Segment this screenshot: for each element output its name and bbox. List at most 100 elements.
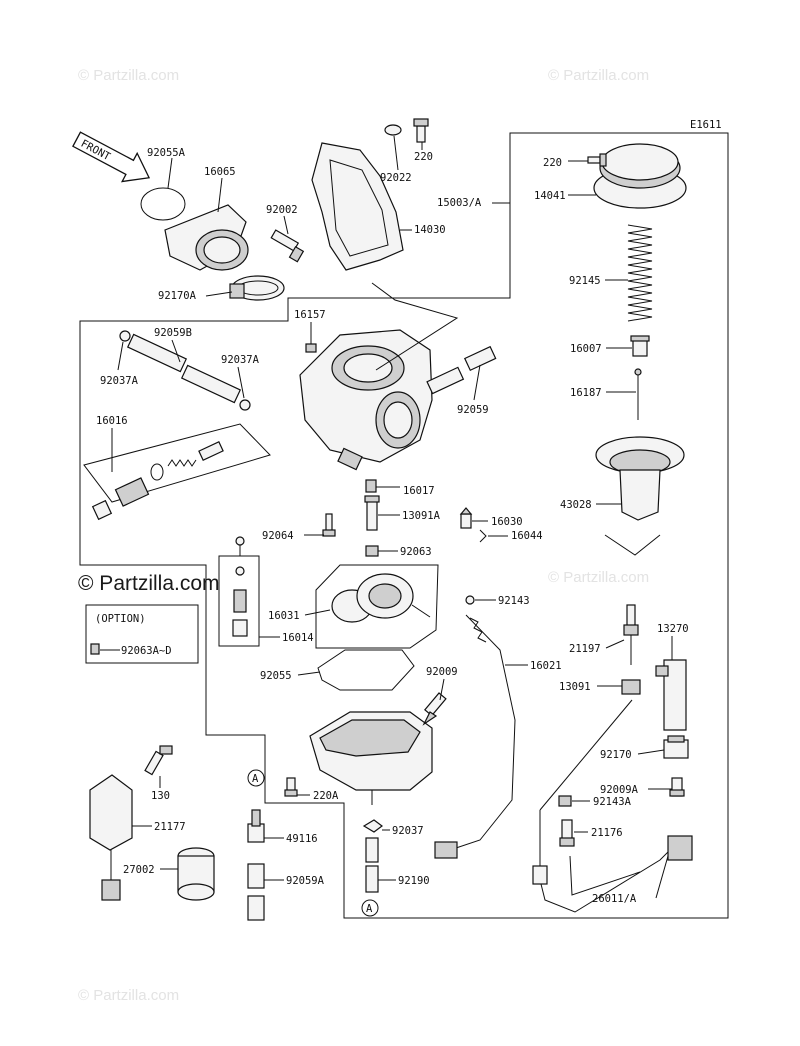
part-label: 13091: [559, 681, 591, 693]
part-label: 16030: [491, 516, 523, 528]
part-label: 220: [543, 157, 562, 169]
hose-part: [426, 345, 497, 395]
drain-screw-part: [422, 692, 447, 726]
clamp-part: [663, 735, 689, 759]
watermark: © Partzilla.com: [548, 569, 649, 586]
part-label: 16157: [294, 309, 326, 321]
gasket-part: [317, 649, 415, 691]
detail-frame: [83, 423, 271, 503]
circle-marker: [361, 899, 379, 917]
leader: [371, 282, 459, 371]
part-label: 13091A: [402, 510, 441, 522]
part-label: 16187: [570, 387, 602, 399]
sensor-part: [623, 604, 639, 665]
pilot-jet-part: [233, 589, 247, 613]
option-box-title: (OPTION): [95, 613, 146, 625]
washer-part: [384, 124, 402, 136]
part-label: 92064: [262, 530, 294, 542]
heater-part: [89, 774, 133, 901]
thermostat-part: [177, 847, 215, 901]
part-label: 16016: [96, 415, 128, 427]
watermark: © Partzilla.com: [548, 67, 649, 84]
part-label: 92145: [569, 275, 601, 287]
part-label: 92143: [498, 595, 530, 607]
needle-holder-part: [630, 335, 650, 357]
part-label: 220A: [313, 790, 339, 802]
part-label: 92055: [260, 670, 292, 682]
part-label: 92009A: [600, 784, 639, 796]
throttle-cable-part: [434, 595, 516, 859]
float-part: [331, 573, 431, 623]
clip-part: [479, 529, 487, 543]
part-label: 14030: [414, 224, 446, 236]
washer-part: [362, 819, 383, 833]
bracket-part: [655, 659, 687, 731]
spring-part: [627, 224, 653, 322]
detail-frame: [315, 564, 439, 649]
part-label: 14041: [534, 190, 566, 202]
part-label: 92143A: [593, 796, 632, 808]
part-label: 21176: [591, 827, 623, 839]
part-label: 16031: [268, 610, 300, 622]
wire-harness-part: [532, 699, 693, 913]
o-ring-part: [235, 536, 245, 546]
watermark-prominent: © Partzilla.com: [78, 572, 220, 595]
part-label: 92190: [398, 875, 430, 887]
part-label: 16017: [403, 485, 435, 497]
hose-part: [247, 895, 265, 921]
part-label: 16044: [511, 530, 543, 542]
part-label: 16007: [570, 343, 602, 355]
option-box: [85, 604, 199, 664]
front-arrow-icon: FRONT: [72, 131, 151, 183]
jet-part: [365, 479, 377, 493]
part-label: 16065: [204, 166, 236, 178]
part-label: 21177: [154, 821, 186, 833]
screw-part: [305, 343, 317, 353]
watermark: © Partzilla.com: [78, 987, 179, 1004]
fitting-part: [621, 679, 641, 695]
part-label: 92055A: [147, 147, 186, 159]
part-label: 92037: [392, 825, 424, 837]
screw-part: [413, 118, 429, 143]
part-label: 16021: [530, 660, 562, 672]
temperature-sensor-part: [559, 819, 575, 847]
top-cover-part: [311, 142, 404, 271]
part-label: 92059: [457, 404, 489, 416]
part-label: 13270: [657, 623, 689, 635]
part-label: 43028: [560, 499, 592, 511]
part-label: 92059B: [154, 327, 192, 339]
bolt-part: [270, 229, 305, 263]
part-label: 92063: [400, 546, 432, 558]
watermark: © Partzilla.com: [78, 67, 179, 84]
top-cap-part: [593, 143, 687, 209]
part-label: 92037A: [221, 354, 260, 366]
part-label: 92170: [600, 749, 632, 761]
needle-jet-part: [364, 495, 380, 531]
part-label: 92059A: [286, 875, 325, 887]
diaphragm-part: [595, 436, 685, 521]
hose-part: [365, 865, 379, 893]
assembly-boundary: [79, 132, 729, 919]
pilot-jet-part: [232, 619, 248, 637]
fitting-part: [247, 809, 265, 843]
clip-part: [119, 330, 131, 342]
part-label: 21197: [569, 643, 601, 655]
detail-frame: [218, 555, 260, 647]
circle-marker-label: A: [366, 903, 373, 915]
carburetor-holder-part: [164, 204, 249, 271]
leader: [604, 534, 661, 556]
callouts: 92055A 16065 92002 14030 220 92022 15003…: [96, 135, 689, 905]
clamp-part: [229, 275, 285, 301]
o-ring-part: [140, 187, 186, 221]
part-label: 92009: [426, 666, 458, 678]
part-label: 49116: [286, 833, 318, 845]
circle-marker: [247, 769, 265, 787]
part-label: 92170A: [158, 290, 197, 302]
part-label: 16014: [282, 632, 314, 644]
screw-part: [322, 513, 336, 537]
screw-part: [669, 777, 685, 797]
nut-part: [558, 795, 572, 807]
hose-part: [126, 333, 242, 404]
pilot-screw-part: [91, 441, 224, 521]
